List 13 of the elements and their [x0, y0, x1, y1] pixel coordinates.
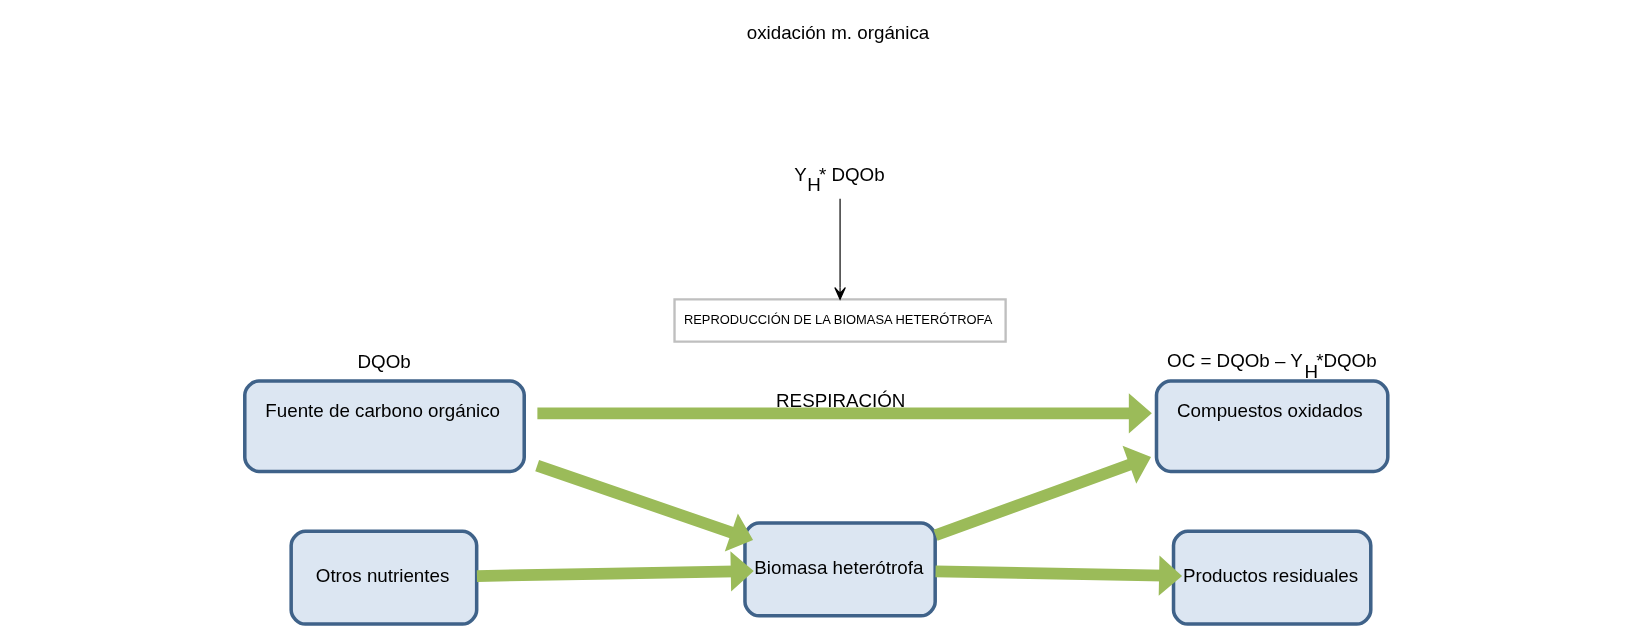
label: oxidación m. orgánica	[746, 21, 930, 43]
node-box: Otros nutrientes	[289, 529, 479, 626]
node-box: Biomasa heterótrofa	[743, 521, 937, 618]
arrow	[535, 460, 754, 552]
arrow	[933, 445, 1152, 541]
edge-label: RESPIRACIÓN	[776, 390, 906, 412]
arrow	[476, 551, 754, 592]
arrow	[935, 555, 1183, 596]
node-label: DQOb	[357, 351, 411, 373]
node-box: REPRODUCCIÓN DE LA BIOMASA HETERÓTROFA	[673, 298, 1007, 343]
arrow	[834, 198, 846, 300]
arrow	[537, 393, 1152, 434]
node-box: Productos residuales	[1171, 529, 1373, 626]
